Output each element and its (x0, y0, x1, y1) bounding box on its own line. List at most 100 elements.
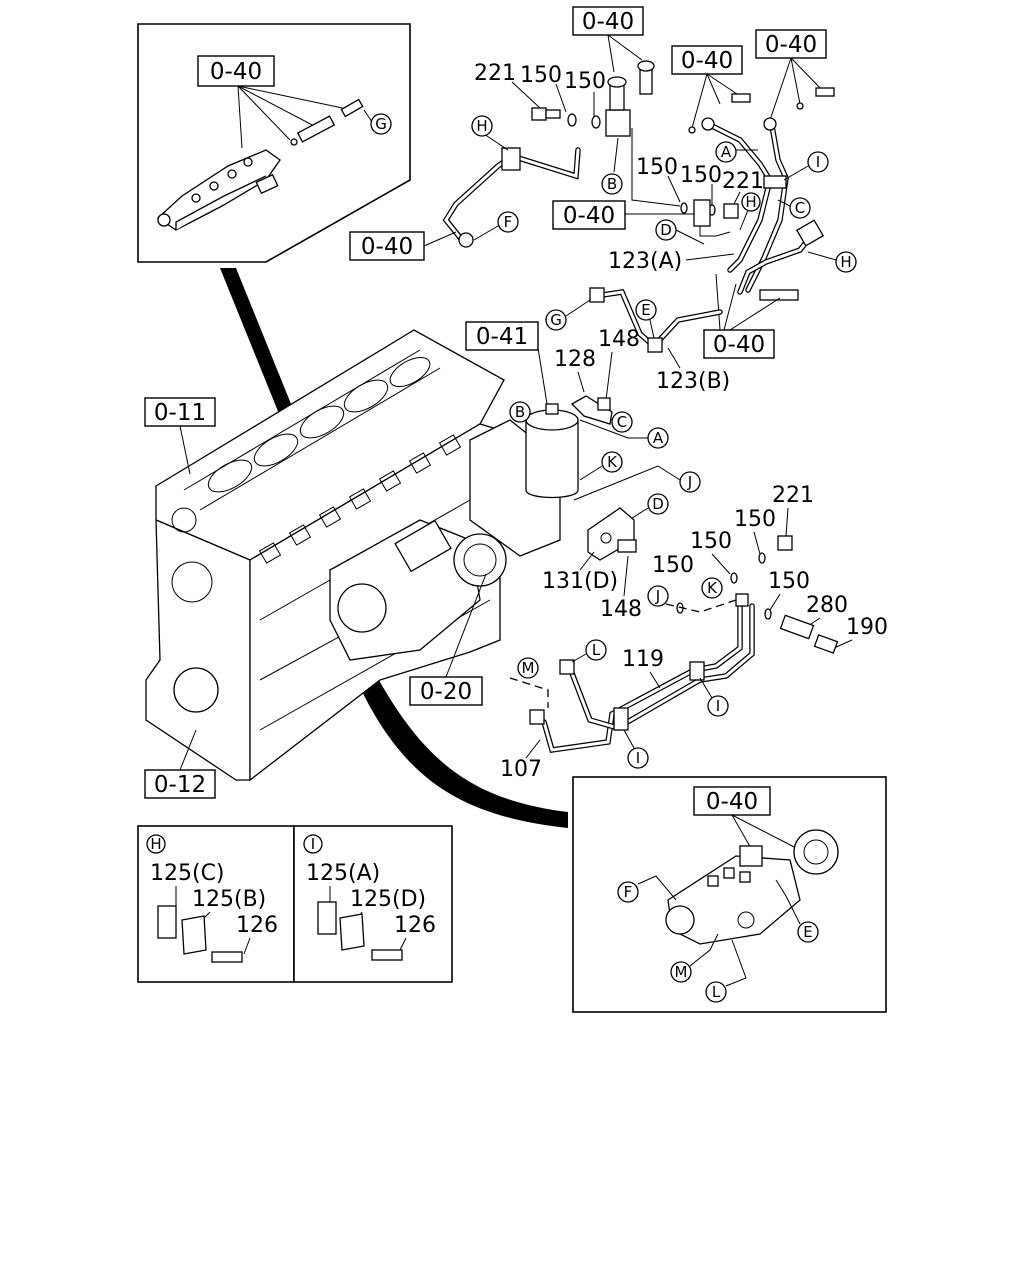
callout-circle (647, 427, 669, 449)
ref-box (703, 329, 775, 359)
part-number: 126 (394, 913, 436, 938)
detail-tag: I (311, 835, 315, 853)
callout-label: I (716, 697, 720, 715)
callout-circle (647, 493, 669, 515)
washer (758, 552, 766, 564)
ref-label: 0-40 (713, 332, 765, 358)
callout-label: G (550, 311, 562, 329)
part-number: 150 (690, 529, 732, 554)
callout-label: A (721, 143, 732, 161)
cylinder-openings (207, 356, 431, 493)
ref-label: 0-40 (210, 59, 262, 85)
callout-circle (497, 211, 519, 233)
callout-circle (601, 173, 623, 195)
part-number: 131(D) (542, 569, 618, 594)
callout-label: G (375, 115, 387, 133)
part-number: 280 (806, 593, 848, 618)
callout-circle (601, 451, 623, 473)
sensor-190 (813, 634, 839, 654)
fitting-280 (779, 614, 815, 640)
ref-label: 0-40 (706, 789, 758, 815)
callout-label: L (592, 641, 601, 659)
part-number: 119 (622, 647, 664, 672)
part-number: 125(C) (150, 861, 225, 886)
ref-label: 0-11 (154, 400, 206, 426)
detail-box-h: H 125(C) 125(B) 126 (137, 825, 295, 983)
part-number: 190 (846, 615, 888, 640)
part-number: 150 (734, 507, 776, 532)
callout-label: E (641, 301, 650, 319)
part-number: 150 (680, 163, 722, 188)
callout-circle (679, 471, 701, 493)
callout-circle (370, 113, 392, 135)
washer (680, 202, 688, 214)
connector-part (693, 199, 711, 227)
ref-label: 0-40 (765, 32, 817, 58)
callout-circle (627, 747, 649, 769)
inset-injector-rail: 0-40 G (137, 23, 411, 263)
clamp-125b (181, 915, 207, 955)
callout-label: C (795, 199, 805, 217)
fuel-filter: 0-41 B 128 148 C A K J D (465, 321, 701, 523)
pipe-123b: G E 123(B) (545, 287, 730, 394)
part-number: 125(B) (192, 887, 266, 912)
callout-label: H (840, 253, 851, 271)
clamp-125a (317, 901, 337, 935)
callout-circle (705, 981, 727, 1003)
callout-label: M (522, 659, 535, 677)
callout-label: H (745, 193, 756, 211)
washer (764, 608, 772, 620)
detail-box-i: I 125(A) 125(D) 126 (293, 825, 453, 983)
ref-label: 0-40 (361, 234, 413, 260)
ref-label: 0-40 (563, 203, 615, 229)
part-number: 150 (768, 569, 810, 594)
callout-circle (509, 401, 531, 423)
part-number: 125(A) (306, 861, 380, 886)
bracket-131d: 131(D) 148 (542, 507, 642, 622)
ref-label: 0-41 (476, 324, 528, 350)
ref-box (552, 200, 626, 230)
bolt-148 (597, 397, 611, 411)
injection-pipes (701, 117, 825, 301)
bolt-126 (371, 949, 403, 961)
part-number: 150 (564, 69, 606, 94)
part-number: 150 (652, 553, 694, 578)
callout-label: F (624, 883, 633, 901)
callout-circle (545, 309, 567, 331)
ref-label: 0-40 (582, 9, 634, 35)
part-number: 123(B) (656, 369, 730, 394)
ref-label: 0-40 (681, 48, 733, 74)
callout-circle (707, 695, 729, 717)
callout-label: I (636, 749, 640, 767)
callout-circle (701, 577, 723, 599)
callout-circle (303, 834, 323, 854)
part-number: 150 (636, 155, 678, 180)
part-number: 150 (520, 63, 562, 88)
callout-circle (807, 151, 829, 173)
part-number: 125(D) (350, 887, 426, 912)
callout-circle (741, 192, 761, 212)
part-number: 128 (554, 347, 596, 372)
callout-circle (835, 251, 857, 273)
injection-pump-on-block (329, 519, 507, 661)
callout-label: F (504, 213, 513, 231)
callout-circle (789, 197, 811, 219)
callout-circle (517, 657, 539, 679)
engine-block (145, 329, 561, 782)
callout-label: J (687, 473, 692, 491)
callout-circle (611, 411, 633, 433)
part-number: 107 (500, 757, 542, 782)
callout-label: A (653, 429, 664, 447)
connector-part (605, 60, 655, 137)
part-number: 148 (598, 327, 640, 352)
ref-label: 0-20 (420, 679, 472, 705)
callout-label: K (707, 579, 718, 597)
callout-label: D (652, 495, 664, 513)
callout-label: L (712, 983, 721, 1001)
bolt-126 (211, 951, 243, 963)
part-number: 221 (722, 169, 764, 194)
callout-circle (715, 141, 737, 163)
bracket-128 (570, 395, 613, 425)
part-number: 221 (772, 483, 814, 508)
